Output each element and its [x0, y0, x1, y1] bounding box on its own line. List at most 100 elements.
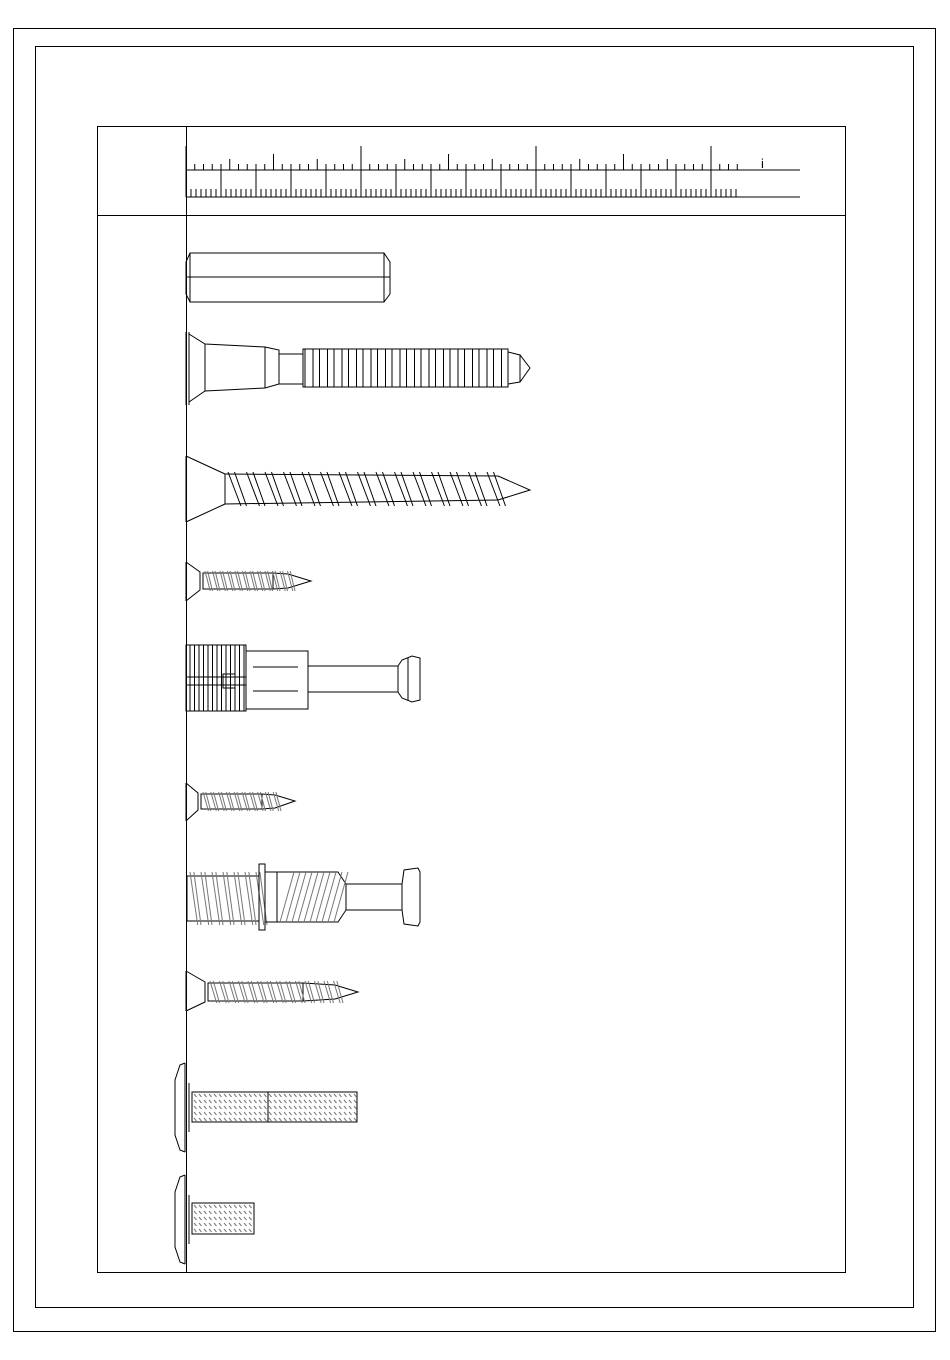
- drawing-line: [204, 1211, 207, 1214]
- drawing-line: [194, 1094, 197, 1097]
- drawing-line: [223, 872, 231, 925]
- drawing-line: [275, 571, 280, 591]
- drawing-line: [284, 1100, 287, 1103]
- drawing-line: [226, 792, 231, 811]
- drawing-line: [319, 1106, 322, 1109]
- drawing-line: [339, 472, 352, 506]
- drawing-line: [201, 872, 209, 925]
- drawing-line: [290, 472, 302, 506]
- drawing-line: [199, 1217, 202, 1220]
- drawing-line: [349, 1094, 352, 1097]
- drawing-line: [339, 1106, 342, 1109]
- cam-connector-bolt: [186, 645, 420, 711]
- drawing-line: [229, 1211, 232, 1214]
- drawing-line: [267, 981, 274, 1003]
- drawing-line: [224, 1223, 227, 1226]
- drawing-line: [229, 981, 236, 1003]
- drawing-line: [204, 1112, 207, 1115]
- drawing-line: [229, 1223, 232, 1226]
- drawing-line: [334, 1106, 337, 1109]
- drawing-line: [249, 1112, 252, 1115]
- drawing-line: [199, 1094, 202, 1097]
- drawing-line: [199, 1205, 202, 1208]
- drawing-line: [269, 1106, 272, 1109]
- drawing-line: [219, 1217, 222, 1220]
- drawing-line: [199, 1118, 202, 1121]
- drawing-line: [254, 1112, 257, 1115]
- ruler: [186, 146, 800, 197]
- drawing-line: [221, 792, 226, 811]
- drawing-line: [220, 981, 227, 1003]
- drawing-line: [294, 1118, 297, 1121]
- drawing-line: [248, 981, 255, 1003]
- drawing-line: [334, 1112, 337, 1115]
- drawing-line: [290, 571, 295, 591]
- drawing-line: [344, 1118, 347, 1121]
- drawing-line: [208, 571, 213, 591]
- drawing-line: [244, 1094, 247, 1097]
- drawing-line: [219, 1094, 222, 1097]
- drawing-line: [329, 1112, 332, 1115]
- drawing-line: [314, 1112, 317, 1115]
- drawing-line: [259, 1094, 262, 1097]
- drawing-line: [219, 1205, 222, 1208]
- drawing-line: [254, 1118, 257, 1121]
- drawing-line: [308, 981, 314, 1003]
- drawing-line: [234, 472, 246, 506]
- drawing-line: [214, 1211, 217, 1214]
- drawing-line: [229, 1205, 232, 1208]
- drawing-line: [203, 792, 208, 811]
- drawing-line: [194, 1211, 197, 1214]
- drawing-line: [269, 1112, 272, 1115]
- drawing-line: [258, 571, 263, 591]
- drawing-line: [214, 1217, 217, 1220]
- drawing-line: [209, 1112, 212, 1115]
- drawing-line: [286, 981, 293, 1003]
- drawing-line: [260, 792, 265, 811]
- drawing-line: [229, 1217, 232, 1220]
- drawing-line: [354, 1106, 357, 1109]
- drawing-line: [249, 1211, 252, 1214]
- drawing-line: [319, 1112, 322, 1115]
- drawing-line: [229, 1100, 232, 1103]
- drawing-line: [289, 981, 295, 1003]
- drawing-line: [302, 472, 315, 506]
- drawing-line: [294, 1100, 297, 1103]
- drawing-line: [214, 1112, 217, 1115]
- drawing-line: [209, 1205, 212, 1208]
- drawing-line: [229, 1112, 232, 1115]
- drawing-line: [298, 872, 312, 922]
- drawing-line: [274, 1106, 277, 1109]
- drawing-line: [334, 1118, 337, 1121]
- drawing-line: [354, 1094, 357, 1097]
- drawing-line: [260, 872, 267, 925]
- drawing-line: [239, 1106, 242, 1109]
- drawing-line: [213, 981, 219, 1003]
- drawing-line: [229, 1094, 232, 1097]
- drawing-line: [224, 1100, 227, 1103]
- drawing-line: [304, 1106, 307, 1109]
- drawing-line: [284, 1106, 287, 1109]
- drawing-line: [269, 1118, 272, 1121]
- drawing-line: [324, 1094, 327, 1097]
- drawing-line: [211, 792, 216, 811]
- drawing-line: [244, 1205, 247, 1208]
- drawing-line: [284, 1094, 287, 1097]
- drawing-line: [253, 792, 258, 811]
- drawing-line: [279, 1094, 282, 1097]
- drawing-line: [294, 1112, 297, 1115]
- drawing-line: [234, 1100, 237, 1103]
- drawing-line: [304, 872, 318, 922]
- drawing-line: [219, 1223, 222, 1226]
- drawing-line: [234, 1205, 237, 1208]
- drawing-line: [329, 1094, 332, 1097]
- drawing-line: [304, 1118, 307, 1121]
- drawing-line: [234, 1217, 237, 1220]
- drawing-line: [242, 981, 248, 1003]
- drawing-line: [253, 571, 258, 591]
- drawing-line: [224, 1118, 227, 1121]
- drawing-line: [269, 1100, 272, 1103]
- countersunk-wood-screw-short: [186, 783, 295, 821]
- drawing-line: [349, 1112, 352, 1115]
- drawing-line: [286, 872, 300, 922]
